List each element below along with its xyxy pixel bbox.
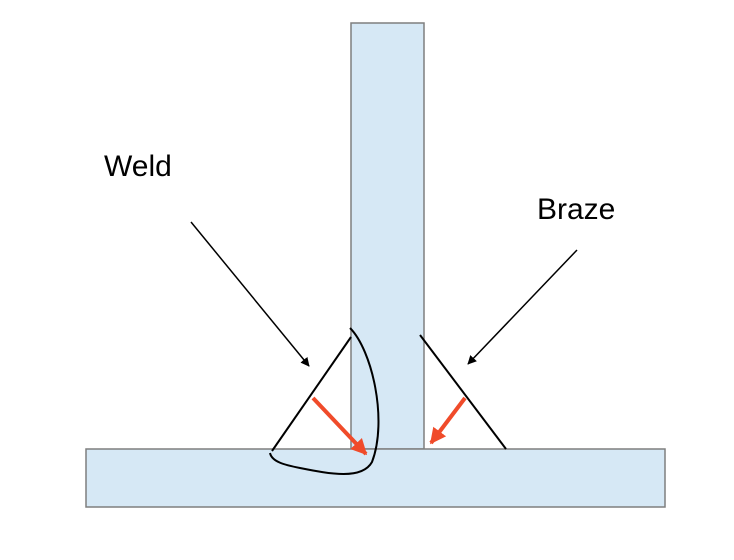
base-plate — [85, 448, 666, 508]
vertical-plate — [350, 22, 425, 450]
braze-fillet-outline — [419, 334, 507, 450]
weld-penetration-arrow — [311, 396, 368, 456]
weld-leader-arrow — [190, 221, 310, 367]
weld-label: Weld — [104, 150, 172, 183]
braze-leader-arrow — [467, 249, 578, 365]
weld-fusion-curve — [269, 327, 380, 475]
braze-label: Braze — [537, 193, 615, 226]
weld-fillet-outline — [271, 336, 352, 452]
braze-flow-arrow — [429, 396, 467, 445]
